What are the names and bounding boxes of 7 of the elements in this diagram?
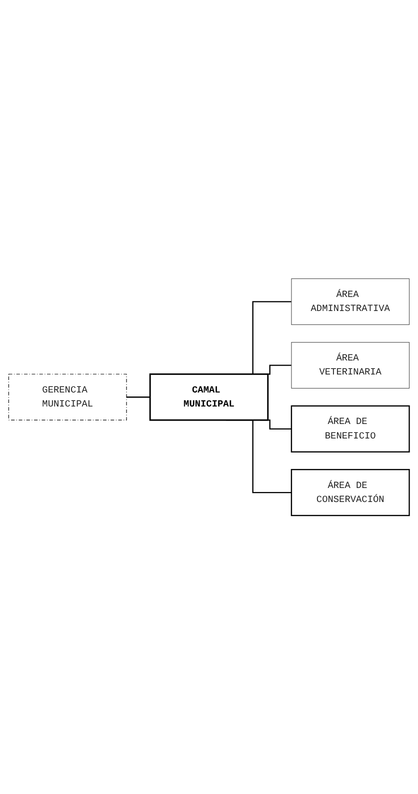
node-box (290, 405, 410, 452)
node-box (8, 374, 127, 420)
node-box (291, 342, 410, 388)
connector (126, 396, 150, 398)
node-box (290, 468, 410, 516)
node-box (291, 278, 410, 325)
node-box (149, 373, 269, 421)
